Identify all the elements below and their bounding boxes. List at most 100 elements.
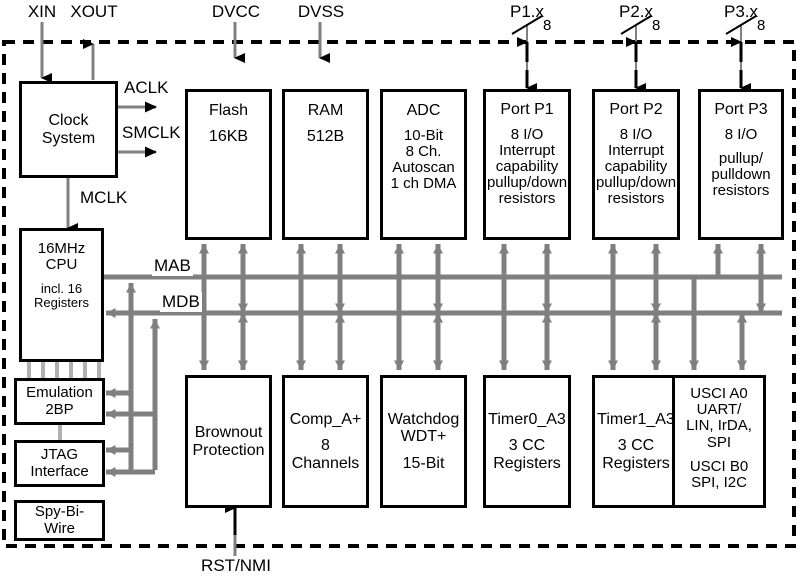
- block-usci-line-2: LIN, IrDA,: [686, 417, 752, 435]
- block-usci[interactable]: USCI A0 UART/ LIN, IrDA, SPI USCI B0 SPI…: [672, 375, 766, 508]
- bus-label-mdb: MDB: [160, 292, 202, 312]
- block-adc-line-3: 8 Ch.: [405, 142, 442, 160]
- bus-taps-port-p2: [608, 244, 661, 313]
- block-port-p1-line-2: 8 I/O: [510, 125, 544, 143]
- block-cpu-line-0: 16MHz: [37, 240, 86, 257]
- block-port-p3-line-4: pullup/: [718, 149, 764, 167]
- bus-taps-comp-a: [296, 277, 345, 370]
- block-spy-bi-wire-line-1: Wire: [44, 519, 75, 537]
- block-port-p1[interactable]: Port P1 8 I/O Interrupt capability pullu…: [483, 89, 571, 240]
- block-port-p1-line-4: capability: [495, 157, 559, 175]
- pin-label-dvss: DVSS: [297, 2, 345, 21]
- pin-label-p1x: P1.x: [509, 2, 545, 21]
- pin-label-rstnmi: RST/NMI: [201, 556, 271, 575]
- block-adc[interactable]: ADC 10-Bit 8 Ch. Autoscan 1 ch DMA: [380, 89, 467, 240]
- block-watchdog-line-1: WDT+: [400, 428, 447, 446]
- block-timer1-line-2: 3 CC: [617, 437, 655, 455]
- block-brownout-protection[interactable]: Brownout Protection: [185, 375, 272, 508]
- block-watchdog-line-3: 15-Bit: [402, 454, 445, 472]
- bus-taps-timer0: [499, 277, 552, 370]
- block-port-p3-line-6: resistors: [712, 182, 770, 200]
- pin-stem-p2x: [620, 15, 652, 93]
- block-port-p2-line-3: Interrupt: [608, 141, 664, 159]
- block-adc-line-2: 10-Bit: [403, 126, 444, 144]
- block-comp-a-line-2: 8: [321, 437, 330, 455]
- block-clock-system-line-1: System: [41, 129, 96, 147]
- block-port-p1-line-0: Port P1: [500, 101, 554, 118]
- block-timer1-line-3: Registers: [602, 454, 670, 472]
- pin-label-p2x: P2.x: [618, 2, 654, 21]
- bus-taps-adc: [394, 244, 443, 313]
- block-timer0-line-2: 3 CC: [508, 437, 546, 455]
- block-port-p1-line-3: Interrupt: [499, 141, 555, 159]
- block-flash-line-2: 16KB: [208, 128, 249, 146]
- block-usci-line-3: SPI: [706, 433, 732, 451]
- block-port-p2-line-6: resistors: [607, 190, 665, 208]
- pin-label-dvcc: DVCC: [211, 2, 261, 21]
- bus-taps-port-p1: [499, 244, 552, 313]
- block-flash-line-0: Flash: [208, 102, 249, 119]
- block-cpu-line-3: incl. 16: [40, 280, 83, 296]
- block-usci-line-0: USCI A0: [690, 385, 748, 402]
- block-cpu-line-4: Registers: [34, 294, 89, 310]
- block-comp-a[interactable]: Comp_A+ 8 Channels: [282, 375, 369, 508]
- block-jtag-line-1: Interface: [30, 462, 89, 480]
- bus-taps-watchdog: [394, 277, 443, 370]
- block-clock-system-line-0: Clock: [48, 112, 89, 130]
- block-port-p2-line-4: capability: [604, 157, 668, 175]
- block-watchdog-line-0: Watchdog: [387, 411, 460, 429]
- block-jtag-interface[interactable]: JTAG Interface: [14, 440, 105, 487]
- block-port-p3-line-2: 8 I/O: [724, 125, 758, 143]
- pin-label-p3x: P3.x: [723, 2, 759, 21]
- block-timer1-a3[interactable]: Timer1_A3 3 CC Registers: [592, 375, 680, 508]
- block-clock-system[interactable]: Clock System: [19, 81, 118, 178]
- block-port-p2-line-2: 8 I/O: [619, 125, 653, 143]
- block-timer0-a3[interactable]: Timer0_A3 3 CC Registers: [483, 375, 571, 508]
- block-cpu[interactable]: 16MHz CPU incl. 16 Registers: [19, 228, 104, 362]
- block-port-p3-line-5: pulldown: [711, 166, 771, 184]
- block-brownout-line-1: Protection: [192, 441, 265, 459]
- block-spy-bi-wire[interactable]: Spy-Bi- Wire: [14, 500, 105, 541]
- block-port-p3-line-0: Port P3: [714, 101, 768, 118]
- bus-taps-timer1: [608, 277, 661, 370]
- block-port-p1-line-6: resistors: [498, 190, 556, 208]
- block-usci-line-6: SPI, I2C: [691, 474, 747, 492]
- bus-taps-brownout: [199, 277, 248, 370]
- block-adc-line-4: Autoscan: [392, 158, 455, 176]
- bus-width-label-p1x: 8: [543, 17, 552, 34]
- block-jtag-line-0: JTAG: [40, 446, 79, 464]
- bus-taps-usci: [689, 277, 747, 370]
- block-timer1-line-0: Timer1_A3: [597, 411, 675, 429]
- pin-stem-p3x: [725, 15, 757, 93]
- bus-taps-port-p3: [713, 244, 766, 313]
- block-timer0-line-0: Timer0_A3: [488, 411, 566, 429]
- bus-label-mab: MAB: [152, 256, 193, 276]
- block-port-p2[interactable]: Port P2 8 I/O Interrupt capability pullu…: [592, 89, 680, 240]
- block-timer0-line-3: Registers: [493, 454, 561, 472]
- block-watchdog[interactable]: Watchdog WDT+ 15-Bit: [380, 375, 467, 508]
- block-emulation-line-0: Emulation: [26, 384, 93, 402]
- block-comp-a-line-0: Comp_A+: [289, 411, 362, 429]
- cpu-emulation-pins: [27, 362, 101, 378]
- block-flash[interactable]: Flash 16KB: [185, 89, 272, 240]
- clock-label-mclk: MCLK: [80, 188, 128, 207]
- block-port-p3[interactable]: Port P3 8 I/O pullup/ pulldown resistors: [698, 89, 784, 240]
- block-ram-line-2: 512B: [306, 128, 345, 146]
- block-adc-line-0: ADC: [406, 102, 441, 119]
- block-ram[interactable]: RAM 512B: [282, 89, 369, 240]
- pin-label-xout: XOUT: [70, 2, 118, 21]
- block-port-p1-line-5: pullup/down: [486, 174, 568, 192]
- block-port-p2-line-0: Port P2: [609, 101, 663, 118]
- bus-width-label-p2x: 8: [652, 17, 661, 34]
- clock-label-smclk: SMCLK: [122, 123, 181, 142]
- block-ram-line-0: RAM: [307, 102, 344, 119]
- pin-label-xin: XIN: [27, 2, 57, 21]
- bus-taps-ram: [296, 244, 345, 313]
- block-emulation[interactable]: Emulation 2BP: [14, 378, 105, 425]
- block-comp-a-line-3: Channels: [291, 454, 360, 472]
- bus-taps-flash: [199, 244, 248, 313]
- block-brownout-line-0: Brownout: [194, 424, 263, 442]
- block-adc-line-5: 1 ch DMA: [390, 175, 457, 193]
- pin-stem-p1x: [511, 15, 543, 93]
